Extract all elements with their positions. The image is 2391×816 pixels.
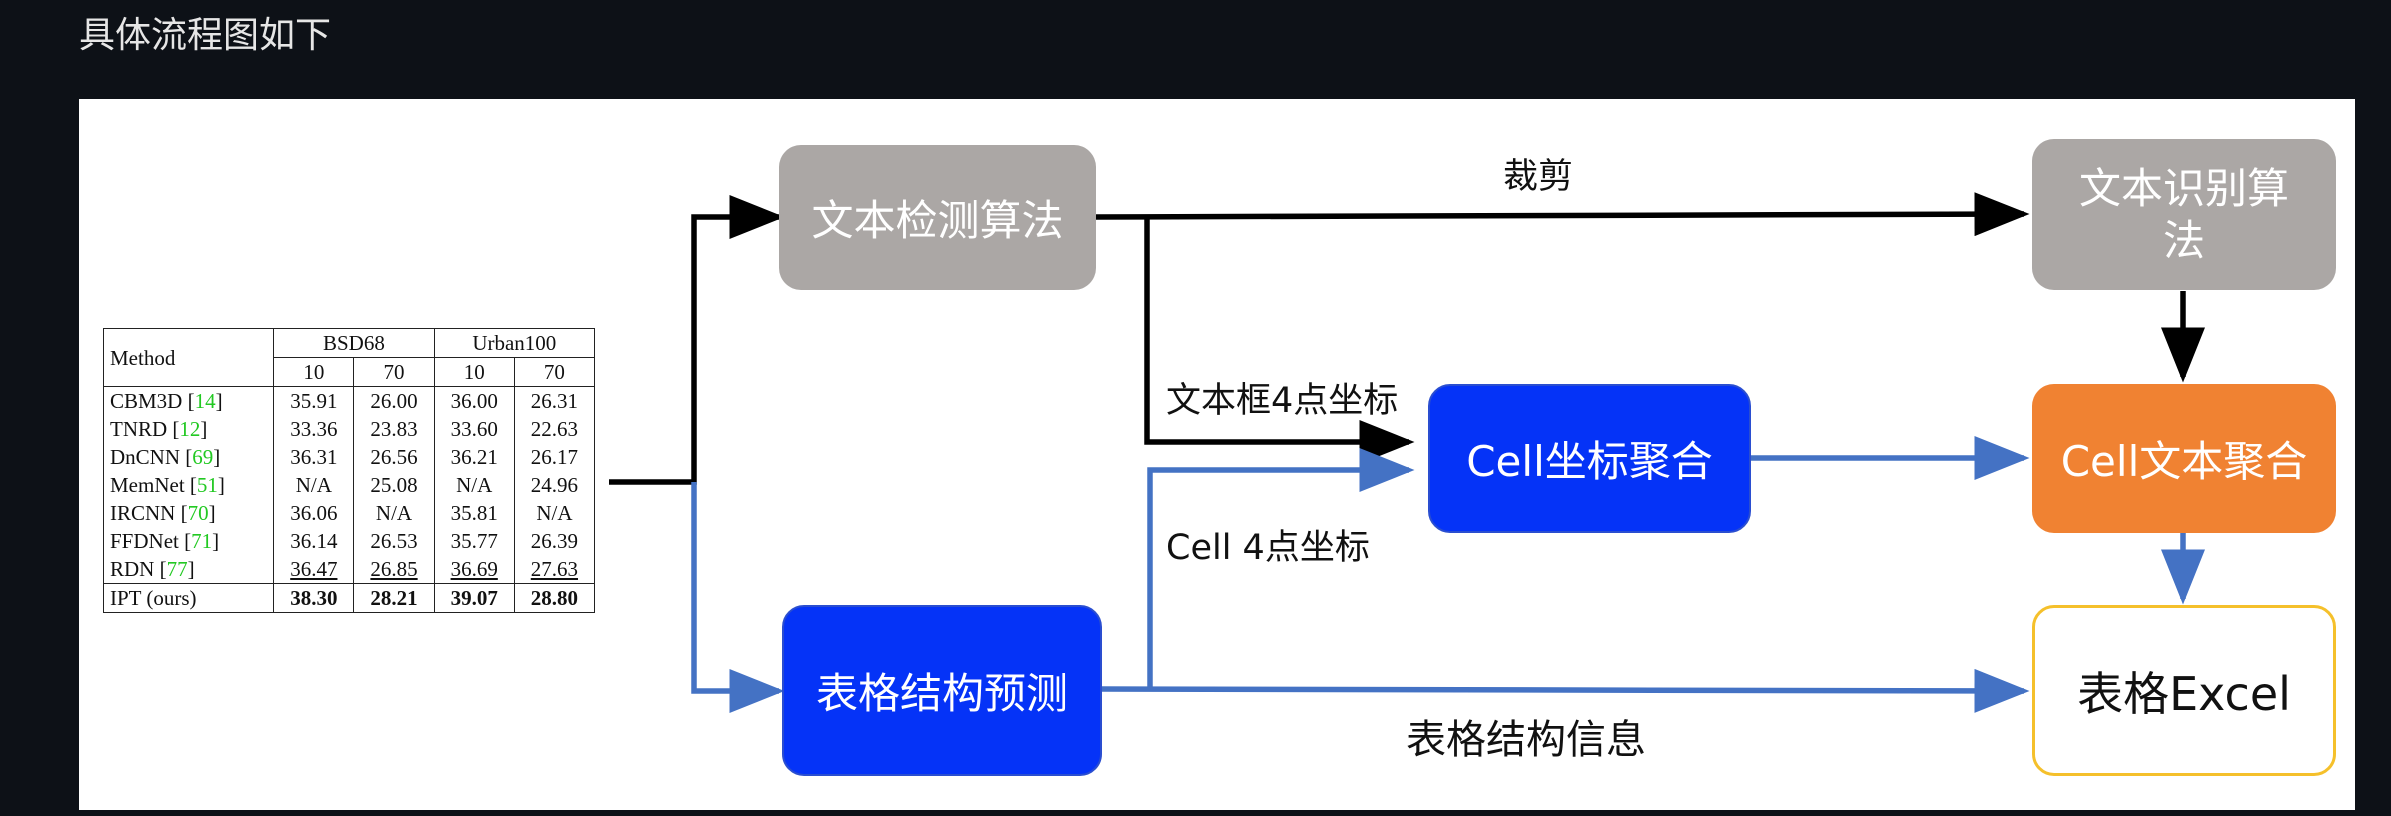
table-cell: 38.30 [273,583,355,613]
table-cell: 36.14 [273,527,355,555]
node-text-detection: 文本检测算法 [779,145,1096,290]
citation-link: 77 [166,557,188,581]
table-cell: 33.60 [434,415,515,443]
table-cell-method: FFDNet [71] [102,527,275,555]
arrow-table-to-detect [609,195,785,485]
node-table-structure-label: 表格结构预测 [815,669,1068,718]
table-cell: N/A [273,471,355,499]
citation-link: 70 [187,501,209,525]
method-name: CBM3D [110,389,183,413]
table-header-urban100: Urban100 [434,328,596,358]
node-cell-text-aggregation: Cell文本聚合 [2032,384,2336,533]
node-table-structure-prediction: 表格结构预测 [782,605,1102,776]
flowchart-canvas: Method BSD68 Urban100 10 70 10 70 CBM3D … [79,99,2355,810]
table-cell-method: MemNet [51] [102,471,275,499]
table-cell: 35.81 [434,499,515,527]
table-cell: 26.53 [353,527,435,555]
method-name: IRCNN [110,501,176,525]
table-cell-method: TNRD [12] [102,415,275,443]
arrow-detect-to-cellcoord [1144,217,1415,464]
method-name: TNRD [110,417,168,441]
citation-link: 12 [179,417,201,441]
results-table: Method BSD68 Urban100 10 70 10 70 CBM3D … [102,328,596,613]
table-cell: 22.63 [514,415,596,443]
table-cell: 33.36 [273,415,355,443]
arrow-struct-to-excel [1098,668,2030,713]
table-subheader: 70 [353,357,435,387]
table-cell: 23.83 [353,415,435,443]
table-cell-method: IRCNN [70] [102,499,275,527]
table-cell: 27.63 [514,555,596,584]
table-cell: 26.56 [353,443,435,471]
edge-label-box-4-points: 文本框4点坐标 [1166,381,1399,421]
node-cell-coord-label: Cell坐标聚合 [1466,437,1713,486]
method-name: DnCNN [110,445,181,469]
table-subheader: 10 [273,357,355,387]
table-cell: 36.06 [273,499,355,527]
node-text-detection-label: 文本检测算法 [811,196,1064,245]
flow-connectors [609,192,2205,713]
table-cell: 28.21 [353,583,435,613]
table-cell: 36.47 [273,555,355,584]
node-table-excel-label: 表格Excel [2077,666,2291,721]
table-cell: N/A [514,499,596,527]
table-cell: N/A [434,471,515,499]
table-cell: 36.69 [434,555,515,584]
table-cell: 24.96 [514,471,596,499]
table-cell: 39.07 [434,583,515,613]
edge-label-structure-info: 表格结构信息 [1406,717,1646,763]
table-cell-method: CBM3D [14] [102,386,275,415]
table-cell: 36.21 [434,443,515,471]
node-text-recognition: 文本识别算法 [2032,139,2336,290]
edge-label-cell-4-points: Cell 4点坐标 [1166,528,1370,568]
node-cell-coord-aggregation: Cell坐标聚合 [1428,384,1751,533]
table-cell: N/A [353,499,435,527]
table-header-method: Method [102,328,275,387]
table-cell: 25.08 [353,471,435,499]
method-name: MemNet [110,473,185,497]
table-cell: 26.00 [353,386,435,415]
table-cell: 28.80 [514,583,596,613]
method-name: FFDNet [110,529,179,553]
table-cell: 35.91 [273,386,355,415]
arrow-table-to-struct [691,482,785,713]
citation-link: 69 [192,445,214,469]
table-cell: 26.85 [353,555,435,584]
method-name: RDN [110,557,155,581]
table-cell: 36.31 [273,443,355,471]
table-subheader: 70 [514,357,596,387]
arrow-detect-to-recog [1095,192,2030,237]
page-heading: 具体流程图如下 [79,15,332,56]
table-row-ours: IPT (ours) 38.30 28.21 39.07 28.80 [102,583,596,613]
citation-link: 14 [194,389,216,413]
arrow-struct-to-cellcoord [1147,448,1415,689]
table-cell: 36.00 [434,386,515,415]
citation-link: 71 [191,529,213,553]
table-cell: 26.31 [514,386,596,415]
edge-label-crop: 裁剪 [1503,157,1574,197]
table-cell-method: DnCNN [69] [102,443,275,471]
citation-link: 51 [196,473,218,497]
node-cell-text-label: Cell文本聚合 [2060,437,2308,486]
table-cell: 35.77 [434,527,515,555]
table-cell: 26.39 [514,527,596,555]
table-subheader: 10 [434,357,515,387]
table-cell: 26.17 [514,443,596,471]
node-table-excel: 表格Excel [2032,605,2336,776]
node-text-recognition-label: 文本识别算法 [2078,163,2289,265]
table-header-bsd68: BSD68 [273,328,435,358]
table-cell-method: RDN [77] [102,555,275,584]
table-cell-method: IPT (ours) [102,583,275,613]
